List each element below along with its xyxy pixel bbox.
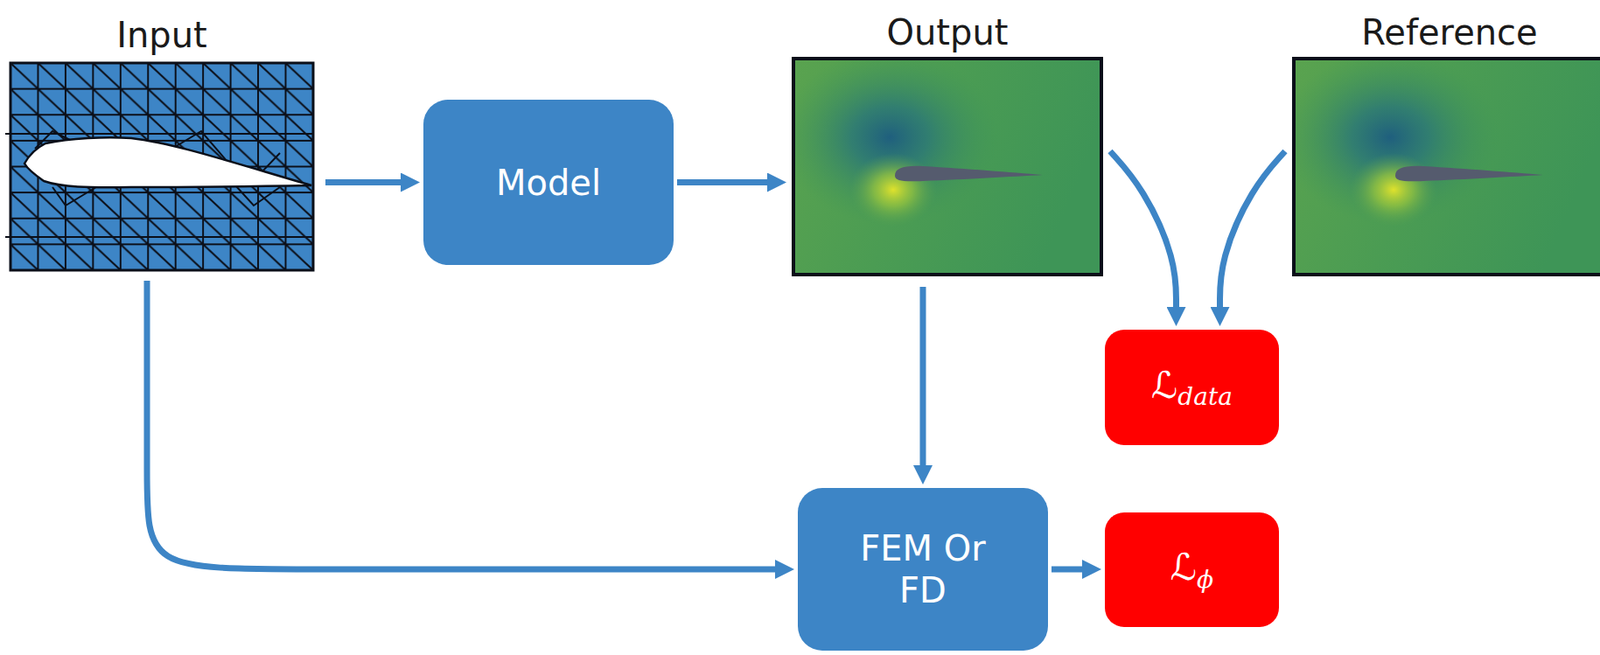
- process-box: Model: [423, 99, 674, 266]
- process-box: FEM Or FD: [797, 488, 1049, 651]
- text-group: Model: [496, 161, 601, 204]
- loss-symbol: ℒ: [1170, 545, 1197, 589]
- picture-heading: Output: [887, 11, 1009, 54]
- text-group: ℒdata: [1151, 363, 1233, 412]
- flow-arrow: [1220, 151, 1286, 308]
- picture-heading: Reference: [1361, 11, 1538, 54]
- flow-arrow: [677, 179, 768, 186]
- loss-subscript: data: [1177, 382, 1233, 412]
- flow-arrow: [1110, 151, 1177, 308]
- input-mesh: Input: [10, 62, 314, 271]
- field-picture: [1292, 56, 1600, 277]
- flow-arrow: [920, 286, 927, 466]
- mesh-picture: [5, 62, 314, 271]
- picture-heading: Input: [116, 13, 208, 56]
- flow-arrow: [1051, 566, 1083, 573]
- loss-subscript: ϕ: [1196, 565, 1214, 594]
- text-group: ℒϕ: [1170, 545, 1214, 594]
- loss-box: ℒϕ: [1104, 512, 1279, 628]
- node-label: Model: [496, 161, 601, 204]
- output-field: Output: [791, 56, 1104, 277]
- loss-box: ℒdata: [1104, 329, 1279, 446]
- node-label: FEM Or FD: [857, 527, 989, 612]
- flow-arrow: [325, 179, 401, 186]
- loss-symbol: ℒ: [1151, 363, 1178, 407]
- field-picture: [791, 56, 1104, 277]
- flow-arrow: [146, 280, 776, 570]
- reference-field: Reference: [1292, 56, 1600, 277]
- text-group: FEM Or FD: [857, 527, 989, 612]
